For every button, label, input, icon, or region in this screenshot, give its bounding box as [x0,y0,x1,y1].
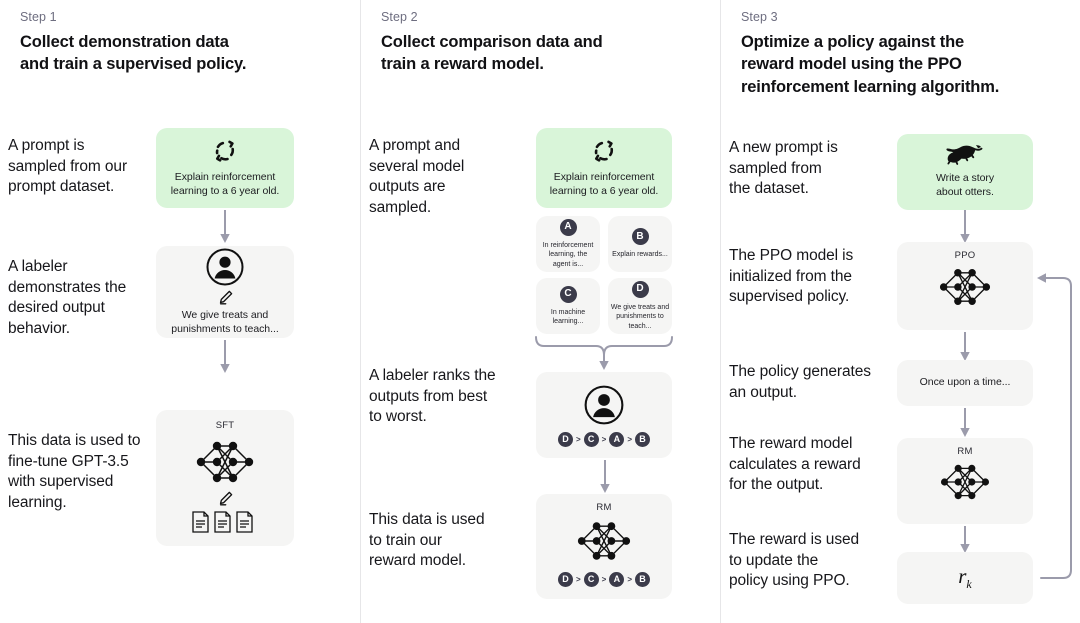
rm-rank-pill-1: D [557,572,573,587]
step-2-output-card-b[interactable]: B Explain rewards... [608,216,672,272]
step-1-label: Step 1 [20,10,57,24]
output-letter-badge-a: A [559,218,577,236]
step-1-arrow-2-icon [219,340,231,374]
rank-gt-2: > [601,434,607,444]
step-1-labeler-card[interactable]: We give treats and punishments to teach.… [156,246,294,338]
step-1-caption-2: A labeler demonstrates the desired outpu… [8,258,127,337]
step-2-rm-card[interactable]: RM D [536,494,672,599]
neural-net-icon [931,459,999,505]
documents-icon [192,510,258,534]
rm-rank-gt-2: > [601,575,607,584]
reward-symbol: rk [958,564,972,592]
rank-gt-1: > [575,434,581,444]
reward-symbol-k: k [966,577,972,592]
rm-rank-gt-1: > [575,575,581,584]
step-3-output-card[interactable]: Once upon a time... [897,360,1033,406]
rank-pill-2: C [583,431,599,447]
pencil-icon [217,490,234,507]
step-2-prompt-card[interactable]: Explain reinforcement learning to a 6 ye… [536,128,672,208]
step-3-arrow-4-icon [959,526,971,554]
step-2-label: Step 2 [381,10,418,24]
rm-rank-gt-3: > [627,575,632,584]
step-2-output-card-a[interactable]: A In reinforcement learning, the agent i… [536,216,600,272]
refresh-cycle-icon [591,138,617,164]
step-3-rm-title: RM [957,446,973,457]
step-3-caption-5: The reward is used to update the policy … [729,531,860,590]
person-circle-icon [205,247,245,287]
step-2-brace-arrow-icon [533,335,675,371]
step-2-output-card-c[interactable]: C In machine learning... [536,278,600,334]
step-2-caption-3: This data is used to train our reward mo… [369,511,485,570]
rank-pill-1: D [557,431,573,447]
step-3-prompt-card[interactable]: Write a story about otters. [897,134,1033,210]
step-3-prompt-text: Write a story about otters. [935,172,995,198]
output-letter-badge-b: B [631,228,649,246]
neural-net-icon [931,263,999,311]
step-2-caption-1: A prompt and several model outputs are s… [369,137,465,216]
rank-gt-3: > [627,434,632,444]
step-3-ppo-title: PPO [954,250,976,261]
person-circle-icon [583,384,625,426]
step-3-ppo-card[interactable]: PPO [897,242,1033,330]
step-1-sft-title: SFT [215,420,235,431]
rm-rank-pill-4: B [635,572,650,587]
step-3-label: Step 3 [741,10,778,24]
step-1-labeler-text: We give treats and punishments to teach.… [171,309,279,335]
step-1-column: Step 1 Collect demonstration data and tr… [0,0,360,623]
step-2-caption-2: A labeler ranks the outputs from best to… [369,367,496,426]
step-1-sft-card[interactable]: SFT [156,410,294,546]
step-3-caption-3: The policy generates an output. [729,363,871,401]
rm-rank-pill-3: A [609,572,625,587]
step-1-prompt-card[interactable]: Explain reinforcement learning to a 6 ye… [156,128,294,208]
step-3-arrow-1-icon [959,210,971,244]
step-2-column: Step 2 Collect comparison data and train… [360,0,720,623]
step-1-title: Collect demonstration data and train a s… [20,33,247,74]
step-2-output-text-d: We give treats and punishments to teach.… [610,303,670,330]
step-2-output-text-a: In reinforcement learning, the agent is.… [542,241,594,268]
step-1-arrow-1-icon [219,210,231,244]
step-3-arrow-3-icon [959,408,971,438]
step-3-output-text: Once upon a time... [919,376,1011,389]
step-3-column: Step 3 Optimize a policy against the rew… [720,0,1080,623]
step-3-caption-4: The reward model calculates a reward for… [729,435,861,494]
step-3-rm-card[interactable]: RM [897,438,1033,524]
step-2-output-card-d[interactable]: D We give treats and punishments to teac… [608,278,672,334]
otter-icon [942,144,988,166]
output-letter-badge-c: C [559,285,577,303]
refresh-cycle-icon [212,138,238,164]
step-3-title: Optimize a policy against the reward mod… [741,33,1000,96]
step-2-arrow-2-icon [599,460,611,494]
neural-net-icon [189,435,261,489]
step-2-output-text-b: Explain rewards... [612,251,668,259]
reward-symbol-r: r [958,563,967,588]
step-1-caption-1: A prompt is sampled from our prompt data… [8,137,128,196]
step-3-caption-2: The PPO model is initialized from the su… [729,247,854,306]
rank-pill-3: A [609,431,625,447]
ppo-update-loop-arrow-icon [1031,272,1079,582]
step-2-output-text-c: In machine learning... [550,308,586,325]
pencil-icon [217,289,234,306]
step-2-labeler-ranking: D > C > A > B [557,431,650,447]
step-2-rm-ranking: D > C > A > B [557,572,650,587]
step-2-rm-title: RM [596,502,612,513]
step-3-reward-card[interactable]: rk [897,552,1033,604]
step-2-labeler-rank-card[interactable]: D > C > A > B [536,372,672,458]
rm-rank-pill-2: C [583,572,599,587]
step-2-title: Collect comparison data and train a rewa… [381,33,603,74]
rank-pill-4: B [635,431,650,447]
step-3-caption-1: A new prompt is sampled from the dataset… [729,139,838,198]
step-2-prompt-text: Explain reinforcement learning to a 6 ye… [549,170,659,197]
output-letter-badge-d: D [631,280,649,298]
step-3-arrow-2-icon [959,332,971,362]
step-1-caption-3: This data is used to fine-tune GPT-3.5 w… [8,432,141,511]
step-1-prompt-text: Explain reinforcement learning to a 6 ye… [170,170,280,197]
neural-net-icon [568,516,640,566]
